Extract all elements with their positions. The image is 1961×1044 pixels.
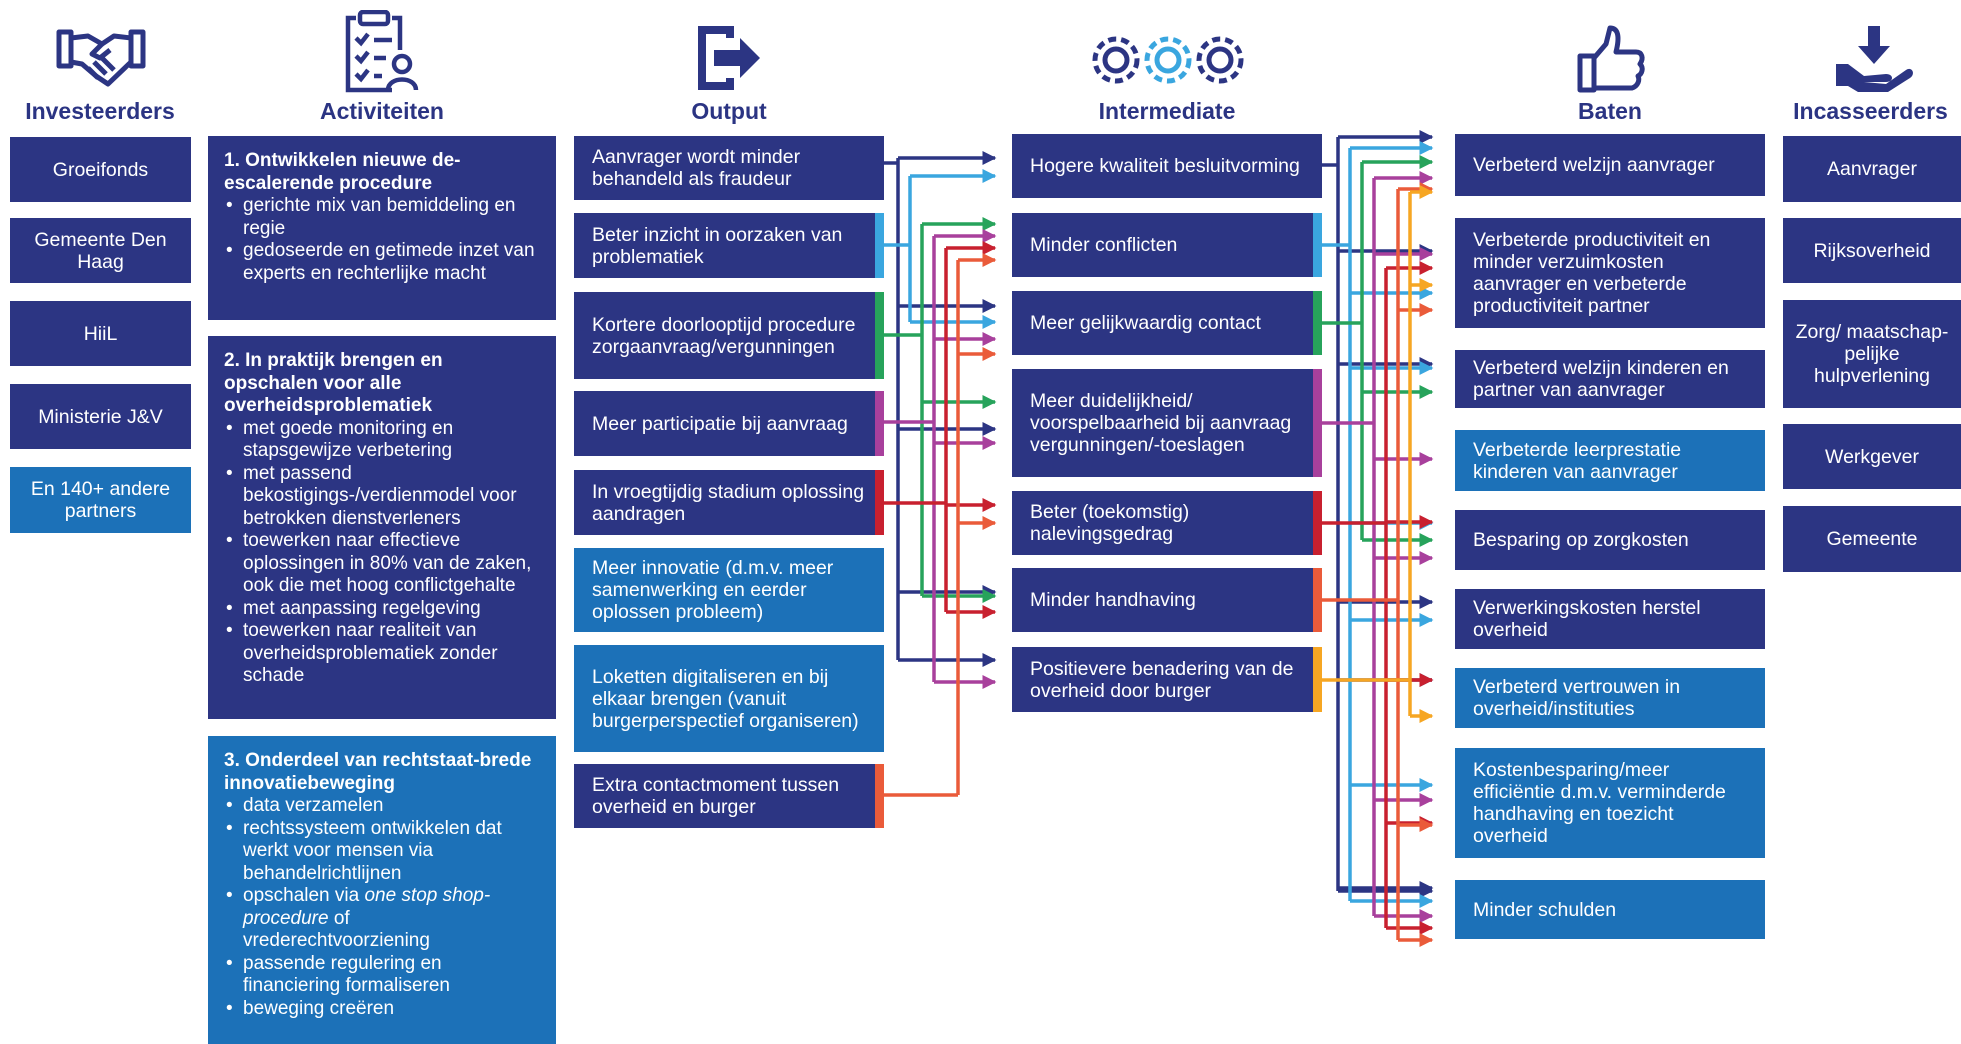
activiteit-3: 3. Onderdeel van rechtstaat-brede innova… [208,736,556,1044]
baten-box: Kostenbesparing/meer efficiëntie d.m.v. … [1455,748,1765,858]
clipboard-checklist-icon [345,10,419,93]
activiteit-item: opschalen via one stop shop-procedure of… [224,885,540,953]
connector-route [1322,185,1434,723]
intermediate-box: Meer gelijkwaardig contact [1012,291,1322,355]
incasseerder-box: Rijksoverheid [1783,218,1961,283]
header-incasseerders: Incasseerders [1793,98,1948,124]
intermediate-color-strip [1313,568,1322,632]
intermediate-color-strip [1313,647,1322,712]
baten-box: Verwerkingskosten herstel overheid [1455,589,1765,649]
output-box: Extra contactmoment tussen overheid en b… [574,764,884,828]
connector-route [884,241,997,619]
header-activiteiten: Activiteiten [320,98,444,124]
activiteit-item: rechtssysteem ontwikkelen dat werkt voor… [224,818,540,886]
investeerder-box: Groeifonds [10,137,191,202]
connector-route [1322,130,1434,898]
activiteit-item: met passend bekostigings-/verdienmodel v… [224,463,540,531]
baten-box: Minder schulden [1455,880,1765,939]
baten-box: Verbeterd welzijn aanvrager [1455,134,1765,196]
output-box: Aanvrager wordt minder behandeld als fra… [574,136,884,200]
incasseerder-box: Zorg/ maatschap-pelijke hulpverlening [1783,300,1961,408]
output-color-strip [875,764,884,828]
intermediate-color-strip [1313,369,1322,477]
investeerder-box: Gemeente Den Haag [10,218,191,283]
output-box: Kortere doorlooptijd procedure zorgaanvr… [574,292,884,379]
investeerder-box: Ministerie J&V [10,384,191,449]
activiteit-2: 2. In praktijk brengen en opschalen voor… [208,336,556,719]
intermediate-color-strip [1313,491,1322,555]
header-baten: Baten [1578,98,1642,124]
connector-route [1322,171,1434,923]
gears-icon [1092,36,1244,84]
exit-arrow-icon [698,26,760,90]
header-intermediate: Intermediate [1098,98,1236,124]
activiteit-item-text: opschalen via [243,885,365,906]
activiteit-item: toewerken naar effectieve oplossingen in… [224,530,540,598]
incasseerder-box: Werkgever [1783,424,1961,489]
activiteit-item: data verzamelen [224,795,540,818]
incasseerder-box: Aanvrager [1783,136,1961,202]
activiteit-item: met aanpassing regelgeving [224,598,540,621]
investeerder-box: En 140+ andere partners [10,467,191,533]
activiteit-item: beweging creëren [224,998,540,1021]
activiteit-title: 2. In praktijk brengen en opschalen voor… [224,350,443,416]
activiteit-item-text: of vrederechtvoorziening [243,907,430,952]
output-color-strip [875,391,884,456]
intermediate-box: Minder conflicten [1012,213,1322,277]
intermediate-box: Beter (toekomstig) nalevingsgedrag [1012,491,1322,555]
baten-box: Verbeterde productiviteit en minder verz… [1455,218,1765,328]
investeerder-box: HiiL [10,301,191,366]
output-color-strip [875,213,884,278]
baten-box: Verbeterd vertrouwen in overheid/institu… [1455,668,1765,728]
activiteit-item: met goede monitoring en stapsgewijze ver… [224,418,540,463]
output-box: Meer innovatie (d.m.v. meer samenwerking… [574,548,884,632]
header-investeerders: Investeerders [25,98,175,124]
activiteit-item: toewerken naar realiteit van overheidspr… [224,620,540,688]
output-box: Beter inzicht in oorzaken van problemati… [574,213,884,278]
output-box: In vroegtijdig stadium oplossing aandrag… [574,470,884,535]
intermediate-box: Hogere kwaliteit besluitvorming [1012,134,1322,198]
activiteit-item-emphasis: one stop shop-procedure [243,885,491,929]
intermediate-box: Meer duidelijkheid/ voorspelbaarheid bij… [1012,369,1322,477]
intermediate-box: Positievere benadering van de overheid d… [1012,647,1322,712]
output-color-strip [875,292,884,379]
baten-box: Besparing op zorgkosten [1455,510,1765,570]
activiteit-title: 1. Ontwikkelen nieuwe de-escalerende pro… [224,150,461,194]
output-color-strip [875,470,884,535]
incasseerder-box: Gemeente [1783,506,1961,572]
header-output: Output [691,98,767,124]
connector-route [884,169,997,329]
activiteit-title: 3. Onderdeel van rechtstaat-brede innova… [224,750,532,794]
connector-route [884,253,997,797]
thumbs-up-icon [1577,25,1645,93]
intermediate-color-strip [1313,291,1322,355]
connector-route [884,217,997,603]
activiteit-item: passende regulering en financiering form… [224,953,540,998]
baten-box: Verbeterde leerprestatie kinderen van aa… [1455,430,1765,491]
activiteit-item: gedoseerde en getimede inzet van experts… [224,240,540,285]
activiteit-1: 1. Ontwikkelen nieuwe de-escalerende pro… [208,136,556,320]
intermediate-box: Minder handhaving [1012,568,1322,632]
activiteit-item: gerichte mix van bemiddeling en regie [224,195,540,240]
hand-receive-icon [1836,26,1913,92]
intermediate-color-strip [1313,213,1322,277]
connector-route [884,151,997,667]
output-box: Loketten digitaliseren en bij elkaar bre… [574,645,884,752]
handshake-icon [56,29,146,87]
connector-route [884,229,997,689]
output-box: Meer participatie bij aanvraag [574,391,884,456]
baten-box: Verbeterd welzijn kinderen en partner va… [1455,350,1765,408]
